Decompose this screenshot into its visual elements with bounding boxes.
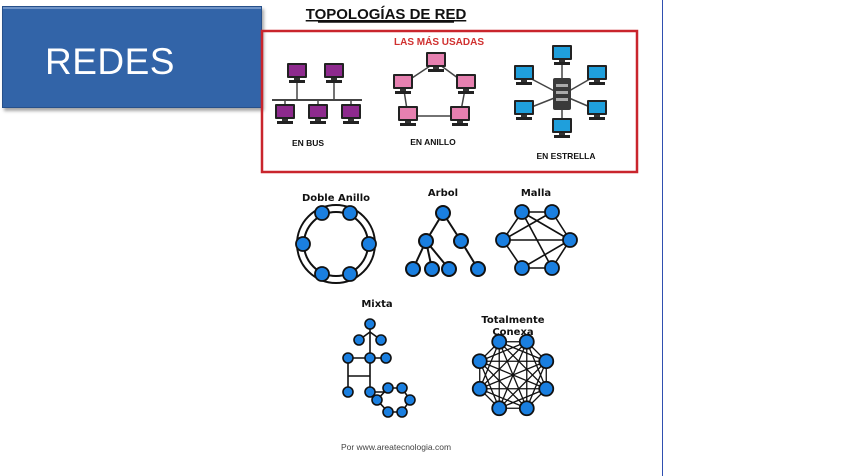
bus-pc	[308, 104, 328, 124]
title-card: REDES	[2, 6, 262, 108]
featured-frame	[260, 29, 639, 174]
fc-node	[491, 400, 508, 417]
featured-label: LAS MÁS USADAS	[394, 35, 484, 48]
mixed-label: Mixta	[361, 299, 392, 310]
fc-link	[479, 360, 528, 409]
ring-pc	[450, 106, 470, 126]
fully-connected-label-line1: Totalmente	[481, 315, 544, 326]
bus-pc	[341, 104, 361, 124]
tree-label: Arbol	[428, 188, 458, 199]
ring-pc	[398, 106, 418, 126]
tree-topology	[405, 205, 486, 277]
star-pc	[587, 100, 607, 120]
fc-node	[518, 333, 535, 350]
fc-node	[518, 400, 535, 417]
bus-pc	[324, 63, 344, 83]
fc-node	[471, 380, 488, 397]
fc-node	[538, 353, 555, 370]
fc-link	[498, 360, 547, 409]
bus-pc	[287, 63, 307, 83]
fc-link	[479, 388, 528, 409]
fc-node	[491, 333, 508, 350]
mixed-topology	[342, 318, 416, 418]
fc-link	[479, 360, 500, 409]
star-pc	[514, 65, 534, 85]
fc-link	[498, 341, 547, 362]
star-pc	[552, 118, 572, 138]
divider-line	[662, 0, 663, 476]
bus-pc	[275, 104, 295, 124]
star-pc	[552, 45, 572, 65]
fc-link	[479, 341, 500, 390]
ring-topology	[393, 52, 476, 126]
mesh-label: Malla	[521, 188, 551, 199]
ring-pc	[393, 74, 413, 94]
star-pc	[514, 100, 534, 120]
double-ring-topology	[295, 204, 377, 284]
ring-pc	[456, 74, 476, 94]
bus-topology	[272, 63, 362, 124]
mesh-topology	[495, 204, 578, 276]
ring-pc	[426, 52, 446, 72]
title-card-highlight	[3, 7, 261, 107]
fc-node	[471, 353, 488, 370]
bus-label: EN BUS	[292, 138, 324, 148]
slide-title: REDES	[45, 41, 175, 82]
star-label: EN ESTRELLA	[536, 151, 595, 161]
fully-connected-topology	[471, 333, 555, 417]
figure-heading: TOPOLOGÍAS DE RED	[306, 6, 467, 23]
star-topology	[514, 45, 607, 138]
star-pc	[587, 65, 607, 85]
fc-link	[498, 341, 528, 409]
figure-credit: Por www.areatecnologia.com	[341, 442, 451, 452]
fc-link	[479, 341, 528, 390]
ring-label: EN ANILLO	[410, 137, 456, 147]
fc-link	[498, 341, 547, 390]
network-topologies-figure: TOPOLOGÍAS DE RED LAS MÁS USADAS EN BUS …	[260, 6, 639, 452]
double-ring-label: Doble Anillo	[302, 193, 370, 204]
fc-node	[538, 380, 555, 397]
fully-connected-label-line2: Conexa	[492, 327, 533, 338]
